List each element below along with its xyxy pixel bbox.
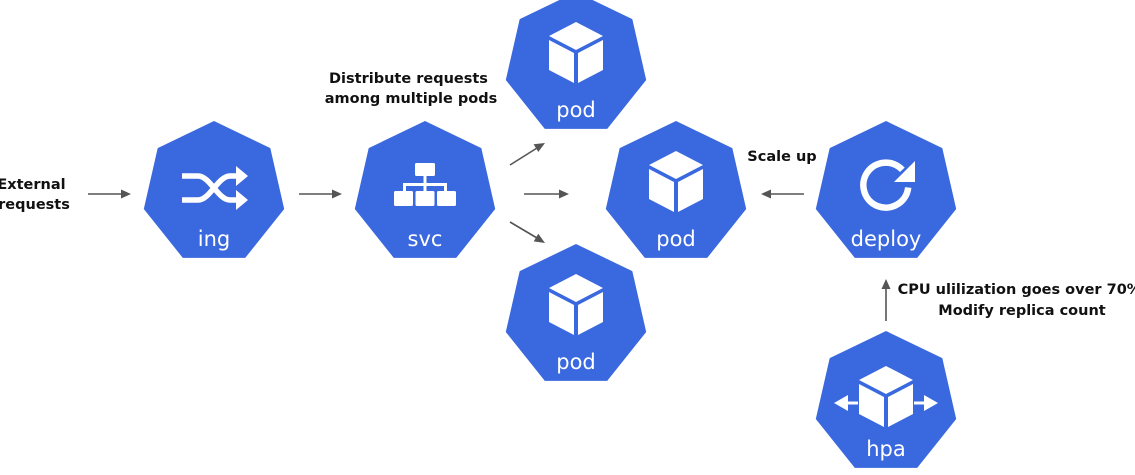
scale-up-label: Scale up: [747, 149, 816, 165]
arrow-svc-to-pod-top: [509, 143, 545, 166]
cube-arrows-icon: [834, 366, 938, 427]
external-requests-label: External requests: [0, 177, 71, 213]
hpa-note-label: CPU ulilization goes over 70% Modify rep…: [898, 282, 1135, 319]
arrow-ing-to-svc: [299, 189, 342, 199]
node-svc: svc: [354, 121, 496, 258]
sitemap-icon: [394, 163, 456, 206]
distribute-requests-label: Distribute requests among multiple pods: [325, 71, 498, 107]
node-deploy: deploy: [815, 121, 957, 258]
node-pod-top: pod: [505, 0, 647, 129]
node-pod-top-label: pod: [556, 98, 596, 122]
node-ing: ing: [143, 121, 285, 258]
shuffle-icon: [182, 166, 248, 210]
node-pod-mid-label: pod: [656, 227, 696, 251]
refresh-icon: [860, 159, 915, 211]
node-ing-label: ing: [198, 227, 230, 251]
node-svc-label: svc: [408, 227, 443, 251]
node-hpa: hpa: [815, 331, 957, 468]
arrow-svc-to-pod-bottom: [509, 221, 545, 243]
arrow-deploy-to-pod: [761, 189, 804, 199]
arrow-svc-to-pod-mid: [524, 189, 569, 199]
node-pod-bottom: pod: [505, 244, 647, 381]
node-pod-bottom-label: pod: [556, 350, 596, 374]
arrow-external-to-ing: [88, 189, 131, 199]
node-pod-mid: pod: [605, 121, 747, 258]
node-deploy-label: deploy: [851, 227, 922, 251]
node-hpa-label: hpa: [866, 437, 906, 461]
arrow-hpa-to-deploy: [881, 279, 891, 321]
